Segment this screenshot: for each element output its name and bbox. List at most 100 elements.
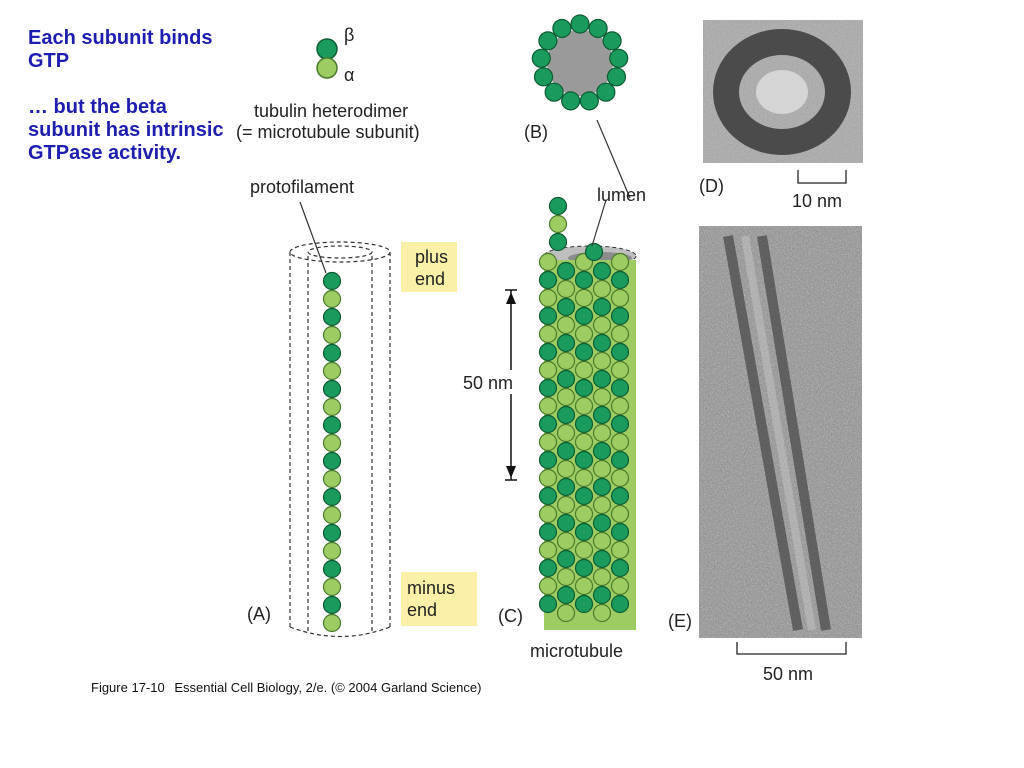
protofilament-subunit <box>322 541 342 561</box>
protofilament-subunit <box>322 325 342 345</box>
microtubule-subunit <box>592 513 612 533</box>
microtubule-subunit <box>556 585 576 605</box>
panel-d-label: (D) <box>699 176 724 196</box>
ring-subunit <box>602 31 622 51</box>
ring-subunit <box>579 91 599 111</box>
scale-10nm-label: 10 nm <box>792 191 842 211</box>
microtubule-subunit <box>610 396 630 416</box>
microtubule-subunit <box>538 450 558 470</box>
microtubule-subunit <box>556 333 576 353</box>
microtubule-subunit <box>592 315 612 335</box>
scale-bar-10nm <box>797 170 847 184</box>
microtubule-subunit <box>556 369 576 389</box>
microtubule-subunit <box>584 242 604 262</box>
figure-caption: Figure 17-10 Essential Cell Biology, 2/e… <box>91 680 481 695</box>
beta-label: β <box>344 25 354 45</box>
cross-section-ring: (B) <box>524 14 629 142</box>
microtubule-subunit <box>610 468 630 488</box>
microtubule-subunit <box>610 270 630 290</box>
protofilament-subunit <box>322 361 342 381</box>
panel-c-microtubule: lumen (C) microtubule <box>498 119 646 661</box>
microtubule-subunit <box>592 279 612 299</box>
protofilament-subunit <box>322 397 342 417</box>
ring-subunit <box>609 48 629 68</box>
microtubule-subunit <box>556 387 576 407</box>
ring-subunit <box>552 18 572 39</box>
length-arrow: 50 nm <box>460 289 530 481</box>
scale-50nm-label: 50 nm <box>763 664 813 684</box>
ring-subunit <box>531 48 551 68</box>
microtubule-subunit <box>538 288 558 308</box>
panel-a-cylinder: (A) <box>247 241 391 638</box>
lumen-pointer <box>596 119 631 199</box>
protofilament-subunit <box>322 595 342 615</box>
microtubule-subunit <box>592 459 612 479</box>
plus-end-box: plus end <box>401 242 457 292</box>
microtubule-subunit <box>538 378 558 398</box>
side-text-line1: Each subunit binds GTP <box>28 27 213 72</box>
panel-a-label: (A) <box>247 604 271 624</box>
microtubule-subunit <box>538 468 558 488</box>
microtubule-subunit <box>574 378 594 398</box>
microtubule-subunit <box>548 232 568 252</box>
microtubule-subunit <box>610 540 630 560</box>
microtubule-subunit <box>556 297 576 317</box>
microtubule-subunit <box>610 576 630 596</box>
protofilament-subunit <box>322 577 342 597</box>
microtubule-subunit <box>592 495 612 515</box>
alpha-label: α <box>344 65 354 85</box>
ring-subunit <box>588 18 608 39</box>
microtubule-subunit <box>592 333 612 353</box>
microtubule-subunit <box>556 477 576 497</box>
microtubule-subunit <box>610 378 630 398</box>
lumen-disc <box>547 30 613 96</box>
heterodimer-label-2: (= microtubule subunit) <box>236 122 420 142</box>
microtubule-subunit <box>538 306 558 326</box>
microtubule-subunit <box>610 288 630 308</box>
microtubule-beads <box>538 196 630 623</box>
microtubule-subunit <box>574 342 594 362</box>
plus-end-label-2: end <box>415 269 445 289</box>
scale-bar-50nm <box>736 642 847 655</box>
microtubule-subunit <box>538 342 558 362</box>
microtubule-subunit <box>538 360 558 380</box>
microtubule-subunit <box>574 324 594 344</box>
minus-end-label-1: minus <box>407 578 455 598</box>
microtubule-subunit <box>610 558 630 578</box>
heterodimer-label-1: tubulin heterodimer <box>254 101 408 121</box>
ring-subunit <box>538 31 558 51</box>
microtubule-subunit <box>592 549 612 569</box>
figure-source: Essential Cell Biology, 2/e. (© 2004 Gar… <box>174 680 482 695</box>
microtubule-subunit <box>538 576 558 596</box>
ring-subunit <box>561 91 581 111</box>
microtubule-subunit <box>610 414 630 434</box>
microtubule-subunit <box>574 558 594 578</box>
protofilament-subunit <box>322 415 342 435</box>
microtubule-subunit <box>592 531 612 551</box>
panel-e-label: (E) <box>668 611 692 631</box>
microtubule-subunit <box>610 504 630 524</box>
microtubule-subunit <box>610 450 630 470</box>
microtubule-subunit <box>592 477 612 497</box>
figure-number: Figure 17-10 <box>91 680 165 695</box>
panel-d-micrograph: (D) 10 nm <box>699 20 863 211</box>
ring-subunit <box>570 14 590 34</box>
protofilament-subunit <box>322 505 342 525</box>
microtubule-subunit <box>574 306 594 326</box>
microtubule-subunit <box>538 540 558 560</box>
microtubule-subunit <box>592 369 612 389</box>
microtubule-subunit <box>610 360 630 380</box>
microtubule-subunit <box>556 513 576 533</box>
protofilament-label: protofilament <box>250 177 354 197</box>
protofilament-subunit <box>322 433 342 453</box>
microtubule-label: microtubule <box>530 641 623 661</box>
microtubule-subunit <box>556 549 576 569</box>
microtubule-subunit <box>592 261 612 281</box>
microtubule-subunit <box>538 522 558 542</box>
microtubule-subunit <box>538 414 558 434</box>
microtubule-subunit <box>556 279 576 299</box>
protofilament-beads <box>322 271 342 633</box>
microtubule-subunit <box>538 252 558 272</box>
microtubule-subunit <box>592 423 612 443</box>
microtubule-subunit <box>556 261 576 281</box>
